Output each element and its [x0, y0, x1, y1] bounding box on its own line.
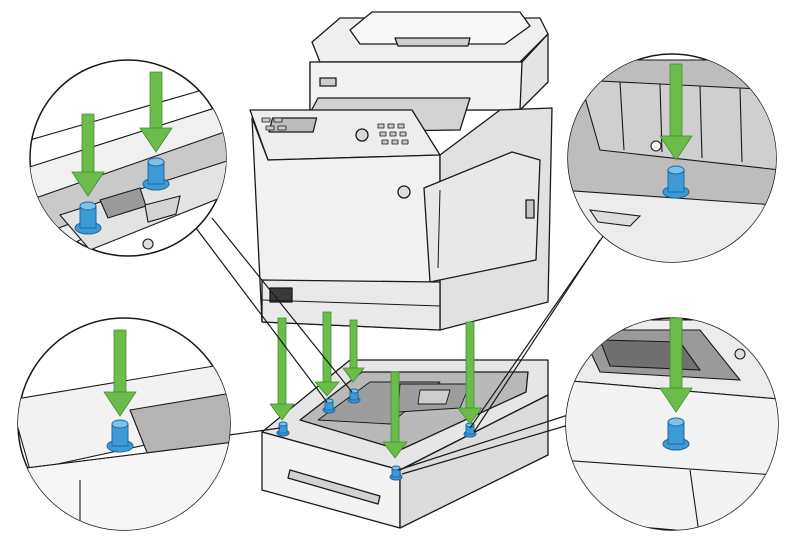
- printer: [249, 11, 553, 331]
- down-arrow-icon: [269, 317, 295, 421]
- tray-inner-details: [317, 381, 471, 425]
- down-arrow-icon: [382, 371, 408, 459]
- guide-pin-icon: [142, 157, 170, 191]
- guide-pin-icon: [347, 388, 361, 404]
- tray-handle: [287, 469, 381, 505]
- guide-pin-icon: [389, 465, 403, 481]
- down-arrow-icon: [139, 71, 173, 153]
- adf-feeder: [394, 37, 471, 47]
- guide-pin-icon: [463, 422, 477, 438]
- guide-pin-icon: [662, 165, 690, 199]
- adf-tray: [349, 11, 531, 45]
- access-slot: [269, 287, 293, 303]
- side-door: [423, 151, 541, 283]
- main-arrows: [269, 311, 483, 459]
- guide-pin-icon: [662, 417, 690, 451]
- printer-lower: [261, 279, 441, 331]
- side-latch: [525, 199, 535, 219]
- callout-top-right: [567, 53, 777, 263]
- callout-top-left: [29, 59, 227, 257]
- down-arrow-icon: [342, 319, 365, 383]
- leader-lines: [195, 217, 607, 475]
- nav-button: [355, 128, 369, 142]
- down-arrow-icon: [659, 63, 693, 161]
- guide-pin-icon: [74, 201, 102, 235]
- tray-side: [399, 394, 549, 529]
- guide-pin-icon: [276, 421, 290, 437]
- down-arrow-icon: [457, 321, 483, 425]
- callout-bottom-right: [565, 317, 779, 531]
- scanner-slot: [319, 77, 337, 87]
- down-arrow-icon: [314, 311, 340, 397]
- callout-bottom-left: [17, 317, 231, 531]
- down-arrow-icon: [71, 113, 105, 197]
- guide-pin-icon: [106, 419, 134, 453]
- keypad: [261, 117, 409, 145]
- down-arrow-icon: [103, 329, 137, 417]
- down-arrow-icon: [659, 317, 693, 413]
- power-button: [397, 185, 411, 199]
- guide-pin-icon: [322, 398, 336, 414]
